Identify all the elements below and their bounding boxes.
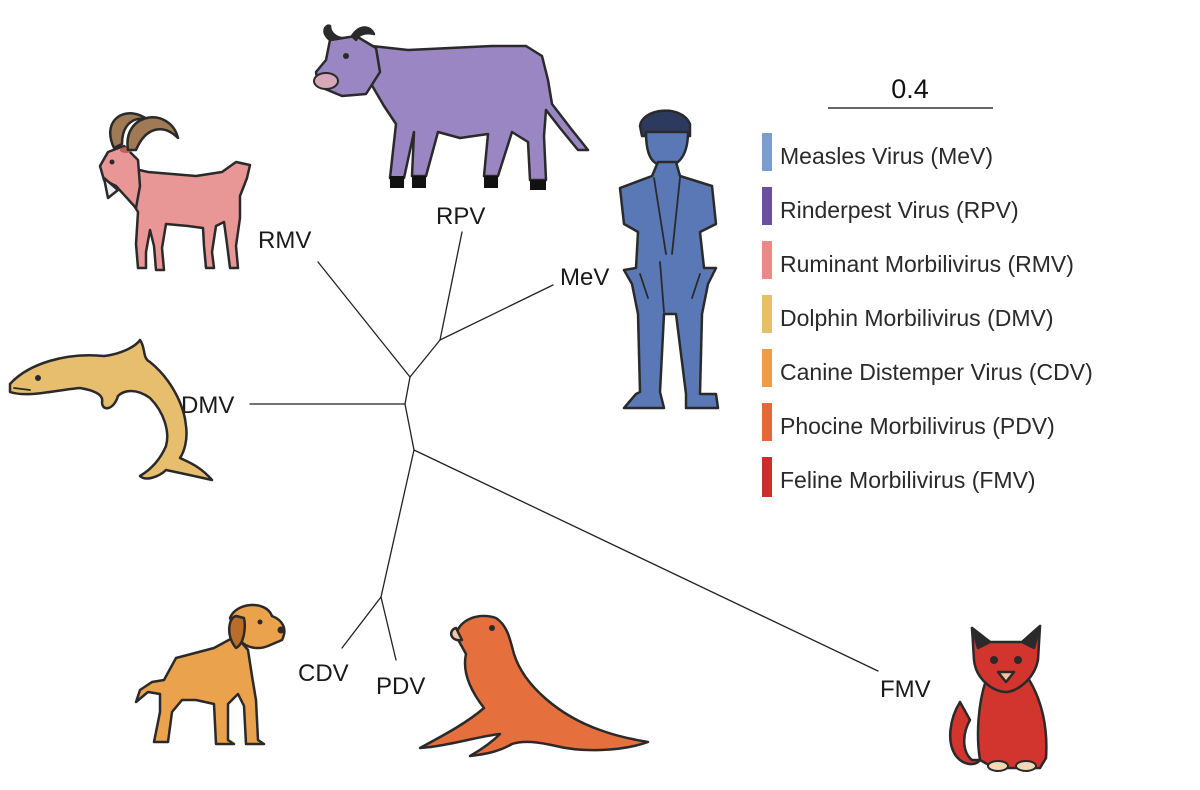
legend-swatch-rpv	[762, 187, 772, 225]
legend-label-pdv: Phocine Morbilivirus (PDV)	[780, 413, 1055, 439]
human-icon	[618, 109, 720, 410]
scale-bar: 0.4	[828, 74, 993, 109]
branch-internal-rpv-mev	[409, 339, 441, 378]
branch-rmv	[317, 261, 411, 378]
legend-swatch-rmv	[762, 241, 772, 279]
legend-swatch-fmv	[762, 457, 772, 497]
legend-swatch-pdv	[762, 403, 772, 441]
legend-label-mev: Measles Virus (MeV)	[780, 143, 993, 169]
phylogenetic-tree	[249, 231, 879, 672]
branch-rpv	[439, 231, 463, 341]
legend-swatch-cdv	[762, 349, 772, 387]
dolphin-icon	[8, 338, 214, 482]
leaf-label-fmv: FMV	[880, 676, 931, 703]
legend-label-fmv: Feline Morbilivirus (FMV)	[780, 467, 1036, 493]
leaf-label-pdv: PDV	[376, 673, 425, 700]
branch-cdv	[341, 596, 382, 649]
legend-swatch-dmv	[762, 295, 772, 333]
seal-icon	[418, 614, 650, 758]
leaf-label-rmv: RMV	[258, 227, 311, 254]
branch-mev	[439, 284, 554, 341]
branch-fmv	[413, 449, 879, 672]
legend-label-rpv: Rinderpest Virus (RPV)	[780, 197, 1019, 223]
leaf-label-cdv: CDV	[298, 660, 349, 687]
branch-pdv	[380, 596, 397, 661]
leaf-label-dmv: DMV	[181, 392, 234, 419]
legend-label-dmv: Dolphin Morbilivirus (DMV)	[780, 305, 1054, 331]
branch-internal-root	[404, 376, 411, 405]
legend-label-rmv: Ruminant Morbilivirus (RMV)	[780, 251, 1074, 277]
scale-bar-label: 0.4	[891, 74, 929, 104]
leaf-label-mev: MeV	[560, 264, 609, 291]
cow-icon	[313, 24, 590, 190]
cat-icon	[948, 624, 1048, 772]
branch-internal-canine-phocine	[380, 449, 415, 598]
legend-swatch-mev	[762, 133, 772, 171]
leaf-label-rpv: RPV	[436, 203, 485, 230]
dog-icon	[134, 603, 286, 746]
legend-label-cdv: Canine Distemper Virus (CDV)	[780, 359, 1093, 385]
branch-internal-lower	[404, 403, 415, 451]
legend: Measles Virus (MeV) Rinderpest Virus (RP…	[762, 133, 1093, 497]
goat-icon	[98, 112, 252, 272]
